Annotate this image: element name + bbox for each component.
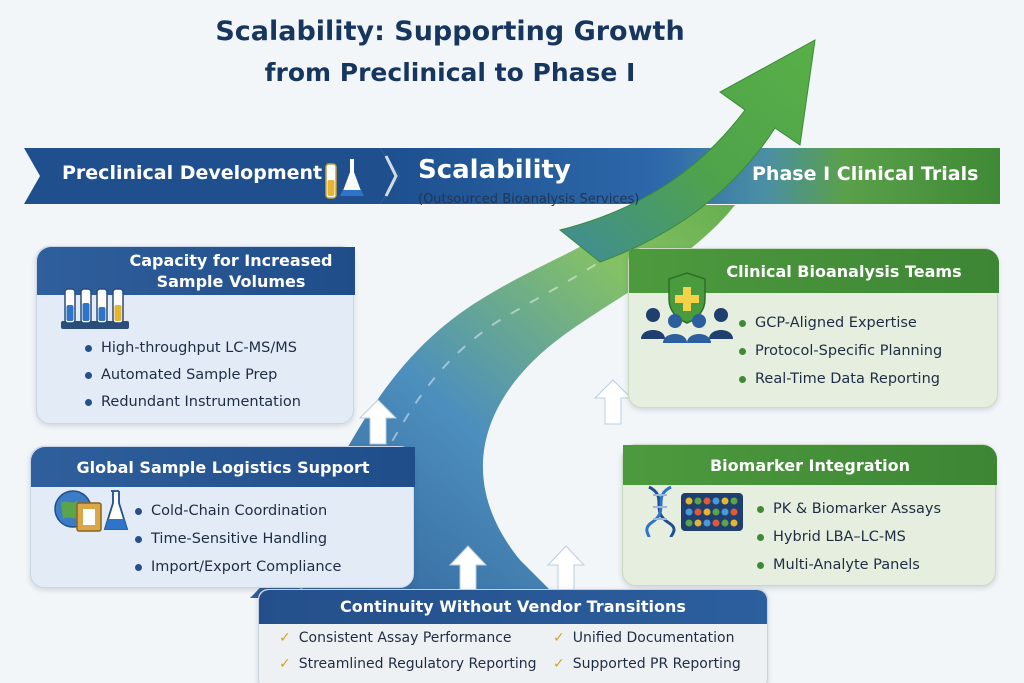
clinical-card: Clinical Bioanalysis Teams GCP-Aligned E… [628, 248, 999, 408]
check-icon: ✓ [553, 656, 565, 672]
logistics-card-title: Global Sample Logistics Support [31, 447, 415, 487]
flask-icon [325, 157, 366, 199]
list-item: Import/Export Compliance [135, 559, 341, 575]
capacity-card-title: Capacity for Increased Sample Volumes [37, 247, 355, 295]
check-icon: ✓ [279, 630, 291, 646]
list-item: High-throughput LC-MS/MS [85, 340, 297, 356]
dna-plate-icon [645, 485, 743, 538]
sample-rack-icon [61, 288, 129, 329]
logistics-card: Global Sample Logistics Support Cold-Cha… [30, 446, 415, 588]
biomarker-card: Biomarker Integration PK & Biomarker Ass… [622, 444, 997, 586]
list-item: Multi-Analyte Panels [757, 557, 920, 573]
list-item: Redundant Instrumentation [85, 394, 301, 410]
banner-phase1-label: Phase I Clinical Trials [752, 163, 979, 185]
capacity-card: Capacity for Increased Sample Volumes Hi… [36, 246, 355, 424]
list-item: Protocol-Specific Planning [739, 343, 942, 359]
medical-shield-team-icon [641, 272, 733, 343]
up-arrows [358, 379, 633, 593]
banner-scalability-subtitle: (Outsourced Bioanalysis Services) [418, 192, 640, 207]
list-item: GCP-Aligned Expertise [739, 315, 917, 331]
page-subtitle: from Preclinical to Phase I [264, 58, 636, 87]
check-icon: ✓ [553, 630, 565, 646]
list-item: ✓Supported PR Reporting [553, 656, 741, 672]
growth-arrow-icon [558, 39, 816, 263]
list-item: ✓Consistent Assay Performance [279, 630, 512, 646]
list-item: ✓Streamlined Regulatory Reporting [279, 656, 537, 672]
list-item: ✓Unified Documentation [553, 630, 735, 646]
globe-box-icon [54, 490, 129, 532]
list-item: Time-Sensitive Handling [135, 531, 327, 547]
continuity-card: Continuity Without Vendor Transitions ✓C… [258, 589, 768, 683]
check-icon: ✓ [279, 656, 291, 672]
list-item: Automated Sample Prep [85, 367, 277, 383]
list-item: Real-Time Data Reporting [739, 371, 940, 387]
banner-preclinical-label: Preclinical Development [62, 162, 323, 184]
continuity-card-title: Continuity Without Vendor Transitions [259, 590, 767, 624]
banner-scalability-label: Scalability [418, 155, 571, 185]
list-item: PK & Biomarker Assays [757, 501, 941, 517]
page-title: Scalability: Supporting Growth [215, 16, 685, 47]
biomarker-card-title: Biomarker Integration [623, 445, 997, 485]
list-item: Hybrid LBA–LC-MS [757, 529, 906, 545]
list-item: Cold-Chain Coordination [135, 503, 327, 519]
